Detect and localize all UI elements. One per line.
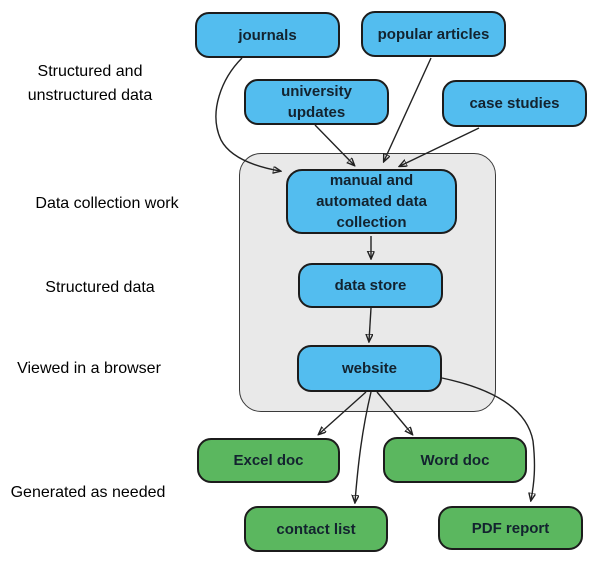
node-data-store: data store <box>298 263 443 308</box>
row-label-structured-unstructured-data: Structured and unstructured data <box>27 63 153 104</box>
node-journals-label: journals <box>238 26 297 44</box>
row-label-generated-as-needed: Generated as needed <box>10 484 166 501</box>
node-contact-list-label: contact list <box>276 520 356 538</box>
node-journals: journals <box>195 12 340 58</box>
node-pdf-report: PDF report <box>438 506 583 550</box>
node-word-doc-label: Word doc <box>420 451 490 469</box>
node-university-updates-label: university updates <box>281 83 352 121</box>
node-excel-doc: Excel doc <box>197 438 340 483</box>
node-manual-automated-data-collection: manual and automated data collection <box>286 169 457 234</box>
node-case-studies: case studies <box>442 80 587 127</box>
edge-popular-articles-to-collection <box>384 57 432 161</box>
node-contact-list: contact list <box>244 506 388 552</box>
node-website-label: website <box>341 360 398 377</box>
node-word-doc: Word doc <box>383 437 527 483</box>
node-university-updates: university updates <box>244 79 389 125</box>
row-label-viewed-in-a-browser: Viewed in a browser <box>17 360 161 377</box>
node-excel-doc-label: Excel doc <box>233 452 304 469</box>
node-collection-label: manual and automated data collection <box>316 172 427 231</box>
node-data-store-label: data store <box>334 277 407 294</box>
row-label-structured-data: Structured data <box>45 279 155 296</box>
node-pdf-report-label: PDF report <box>471 519 550 537</box>
row-label-data-collection-work: Data collection work <box>35 195 179 212</box>
node-case-studies-label: case studies <box>469 95 560 112</box>
node-popular-articles-label: popular articles <box>377 25 490 43</box>
node-website: website <box>297 345 442 392</box>
node-popular-articles: popular articles <box>361 11 506 57</box>
